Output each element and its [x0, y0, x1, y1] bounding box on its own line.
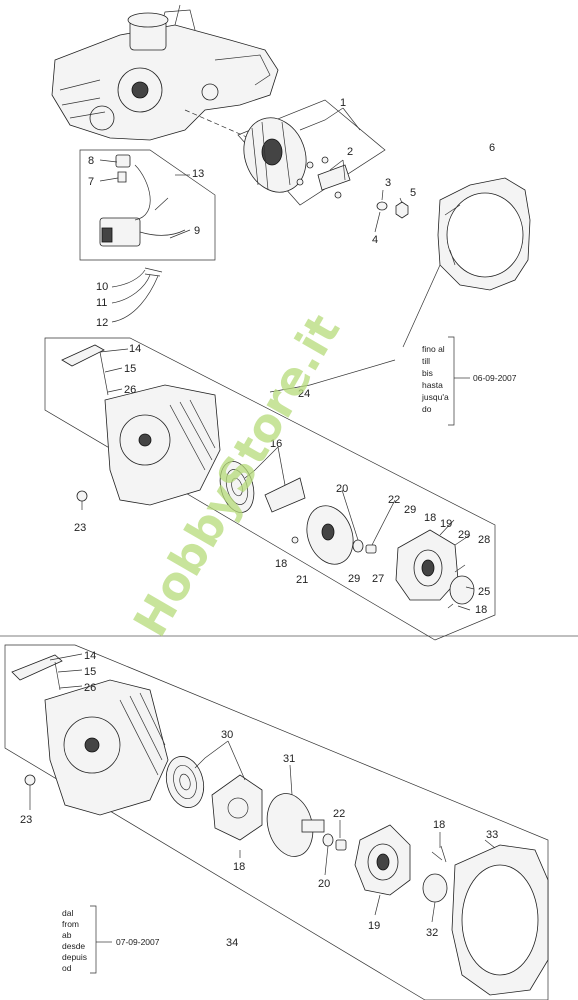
part-label-u25: 25 — [478, 586, 490, 598]
upper-note-line-4: hasta — [422, 380, 443, 390]
upper-starter-housing-drawing — [104, 384, 221, 506]
ignition-drawing — [99, 154, 186, 247]
part-label-u27: 27 — [372, 573, 384, 585]
part-label-9: 9 — [194, 225, 200, 237]
part-label-u26: 26 — [124, 384, 136, 396]
part-label-u28: 28 — [478, 534, 490, 546]
upper-washer-20-drawing — [352, 539, 364, 553]
lower-cover-19-drawing — [354, 824, 411, 896]
upper-spring-drawing — [219, 461, 255, 513]
part-label-d19: 19 — [368, 920, 380, 932]
part-label-12: 12 — [96, 317, 108, 329]
part-label-u22: 22 — [388, 494, 400, 506]
lower-screw-23-drawing — [24, 774, 36, 786]
crankcase-drawing — [51, 4, 279, 141]
upper-bearing-25-drawing — [449, 575, 475, 605]
lower-plate-30-drawing — [211, 774, 263, 841]
lower-bearing-32-drawing — [422, 873, 448, 903]
lower-note-line-4: desde — [62, 941, 85, 951]
part-label-d26: 26 — [84, 682, 96, 694]
part-label-d23: 23 — [20, 814, 32, 826]
upper-cover-19-drawing — [395, 529, 459, 601]
lower-handle-drawing — [11, 654, 63, 691]
lower-date-note: dal from ab desde depuis od 07-09-2007 — [62, 905, 160, 974]
lower-note-line-6: od — [62, 963, 72, 973]
upper-note-line-6: do — [422, 404, 432, 414]
upper-note-line-1: fino al — [422, 344, 445, 354]
part-label-3: 3 — [385, 177, 391, 189]
part-label-u18c: 18 — [475, 604, 487, 616]
part-label-u29b: 29 — [458, 529, 470, 541]
leader-lines — [29, 107, 496, 923]
upper-note-line-2: till — [422, 356, 430, 366]
part-label-2: 2 — [347, 146, 353, 158]
part-label-u15: 15 — [124, 363, 136, 375]
part-label-11: 11 — [96, 297, 107, 309]
lower-note-date: 07-09-2007 — [116, 937, 160, 947]
part-label-1: 1 — [340, 97, 346, 109]
part-label-13: 13 — [192, 168, 204, 180]
part-label-4: 4 — [372, 234, 378, 246]
part-label-6: 6 — [489, 142, 495, 154]
upper-note-line-5: jusqu'a — [421, 392, 449, 402]
lower-note-line-5: depuis — [62, 952, 87, 962]
upper-pulley-drawing — [306, 505, 354, 565]
part-label-7: 7 — [88, 176, 94, 188]
part-label-d31: 31 — [283, 753, 295, 765]
part-label-u24: 24 — [298, 388, 310, 400]
part-label-u14: 14 — [129, 343, 141, 355]
lower-note-line-2: from — [62, 919, 79, 929]
screws-10-12-drawing — [144, 267, 163, 277]
part-label-d18a: 18 — [233, 861, 245, 873]
part-label-u29c: 29 — [348, 573, 360, 585]
upper-note-line-3: bis — [422, 368, 433, 378]
part-labels: 1 2 3 4 5 6 7 8 9 10 11 12 13 14 15 26 2… — [20, 97, 498, 949]
part-label-d30: 30 — [221, 729, 233, 741]
upper-pawl-drawing — [264, 477, 306, 544]
part-label-d22: 22 — [333, 808, 345, 820]
lower-pulley-31-drawing — [266, 793, 325, 857]
upper-date-note: fino al till bis hasta jusqu'a do 06-09-… — [421, 336, 517, 426]
upper-handle-drawing — [61, 344, 109, 396]
part-label-u21: 21 — [296, 574, 308, 586]
part-label-d33: 33 — [486, 829, 498, 841]
lower-screw-18b-drawing — [431, 845, 447, 863]
part-label-u20: 20 — [336, 483, 348, 495]
lower-washer-20-drawing — [322, 833, 334, 847]
part-label-d32: 32 — [426, 927, 438, 939]
washer-drawing — [376, 201, 388, 211]
part-label-u23: 23 — [74, 522, 86, 534]
part-label-u29a: 29 — [404, 504, 416, 516]
part-label-8: 8 — [88, 155, 94, 167]
part-label-u16: 16 — [270, 438, 282, 450]
part-label-u18a: 18 — [275, 558, 287, 570]
upper-note-date: 06-09-2007 — [473, 373, 517, 383]
part-label-d15: 15 — [84, 666, 96, 678]
part-label-5: 5 — [410, 187, 416, 199]
part-label-u18b: 18 — [424, 512, 436, 524]
flywheel-drawing — [243, 117, 351, 199]
upper-starter-outline — [44, 337, 496, 641]
lower-note-line-3: ab — [62, 930, 72, 940]
part-label-d18b: 18 — [433, 819, 445, 831]
part-label-d20: 20 — [318, 878, 330, 890]
ignition-group-outline — [79, 149, 216, 261]
lower-fan-cover-33-drawing — [451, 844, 549, 996]
lower-spring-drawing — [165, 756, 205, 808]
lower-starter-housing-drawing — [44, 679, 169, 816]
part-label-10: 10 — [96, 281, 108, 293]
upper-bushing-22-drawing — [365, 544, 377, 554]
part-label-d14: 14 — [84, 650, 96, 662]
lower-starter-outline — [4, 644, 549, 1000]
lower-bushing-22-drawing — [335, 839, 347, 851]
upper-screw-23-drawing — [76, 490, 88, 502]
fan-cover-drawing — [437, 177, 531, 291]
lower-note-line-1: dal — [62, 908, 73, 918]
part-label-u19: 19 — [440, 518, 452, 530]
nut-drawing — [395, 201, 409, 219]
part-label-d34: 34 — [226, 937, 238, 949]
